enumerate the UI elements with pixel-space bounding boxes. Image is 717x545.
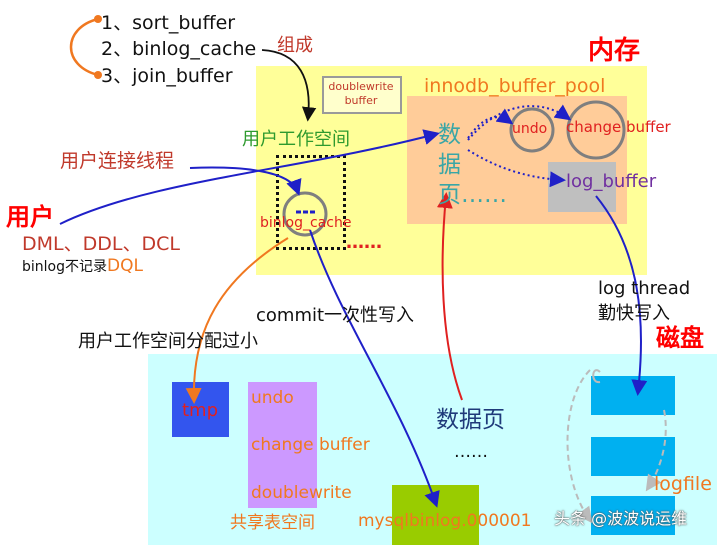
connection-to-binlog-arrow: [189, 166, 302, 196]
list-bracket: [69, 17, 99, 77]
logfile-cycle-top: [592, 369, 601, 384]
datapage-to-log-buffer-arrow: [467, 149, 566, 188]
user-to-bufferpool-arrow: [59, 129, 440, 225]
mysqlbinlog-label: mysqlbinlog.000001: [358, 511, 532, 531]
list-item-join-buffer: 3、join_buffer: [101, 65, 233, 87]
overflow-to-tmp-arrow: [185, 237, 289, 404]
doublewrite-buffer-box: [322, 76, 402, 114]
binlog-note-prefix: binlog不记录: [22, 259, 107, 275]
binlog-cache-circle: [282, 191, 328, 237]
change-buffer-circle: [566, 100, 626, 160]
binlog-note: binlog不记录DQL: [22, 258, 143, 275]
list-item-sort-buffer: 1、sort_buffer: [101, 12, 236, 34]
datapage-to-undo-arrow: [467, 108, 514, 139]
log-thread-arrow: [595, 195, 648, 396]
undo-label: undo: [512, 121, 548, 137]
commit-label: commit一次性写入: [256, 305, 415, 326]
logfile-cycle-right: [645, 409, 667, 492]
binlog-note-dql: DQL: [107, 256, 143, 276]
shared-tablespace-box: [248, 382, 317, 508]
binlog-cache-label: binlog_cache: [260, 215, 352, 231]
watermark: 头条 @波波说运维: [554, 509, 688, 528]
binlog-cache-dotted-box: [276, 155, 346, 250]
workspace-too-small-label: 用户工作空间分配过小: [78, 331, 258, 352]
commit-arrow: [309, 229, 440, 508]
datapage-to-change-buffer-arrow: [467, 104, 572, 141]
datapage-load-arrow: [436, 192, 463, 401]
log-buffer-label: log_buffer: [566, 171, 657, 192]
logfile-block-2: [591, 437, 675, 476]
memory-title: 内存: [588, 36, 641, 66]
buffer-pool-title: innodb_buffer_pool: [424, 75, 606, 97]
tmp-label: tmp: [182, 400, 219, 421]
logfile-block-3: [591, 496, 675, 535]
user-workspace-label: 用户工作空间: [242, 129, 350, 150]
list-item-binlog-cache: 2、binlog_cache: [101, 38, 257, 60]
compose-label: 组成: [277, 35, 313, 56]
disk-undo-label: undo: [251, 388, 294, 408]
memory-ellipsis: ……: [346, 232, 382, 253]
disk-datapage-label: 数据页: [436, 407, 505, 433]
connection-thread-label: 用户连接线程: [60, 150, 175, 172]
change-buffer-label: change buffer: [566, 118, 671, 136]
doublewrite-buffer-label: doublewrite buffer: [328, 80, 394, 107]
memory-datapage-label: 数据页……: [438, 122, 507, 208]
disk-datapage-ellipsis: ……: [454, 442, 488, 462]
disk-title: 磁盘: [656, 324, 704, 352]
undo-circle: [509, 107, 555, 153]
disk-doublewrite-label: doublewrite: [251, 483, 352, 503]
log-thread-label: log thread 勤快写入: [598, 278, 691, 324]
shared-tablespace-label: 共享表空间: [230, 513, 315, 533]
logfile-label: logfile: [654, 473, 712, 495]
logfile-cycle-left: [566, 369, 593, 524]
disk-change-buffer-label: change buffer: [251, 435, 370, 455]
user-label: 用户: [6, 203, 54, 231]
statements-label: DML、DDL、DCL: [22, 233, 180, 255]
compose-arrow: [261, 49, 317, 122]
